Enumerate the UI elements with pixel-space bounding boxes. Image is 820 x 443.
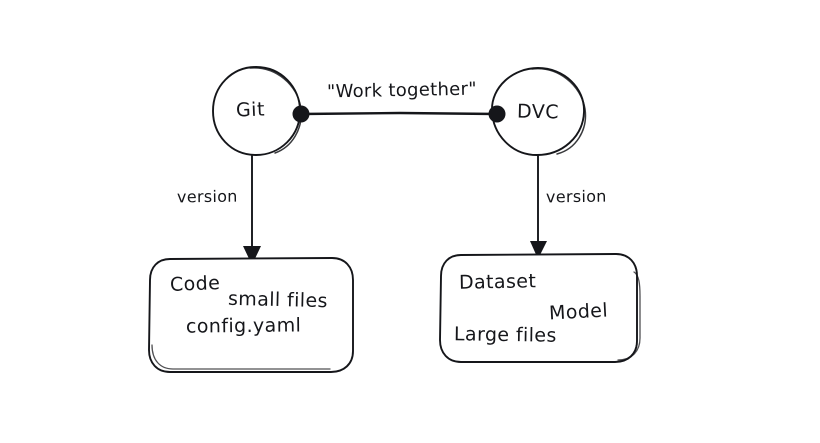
box-item-dataset: Dataset — [458, 270, 537, 294]
box-item-small-files: small files — [227, 287, 329, 313]
node-label-dvc: DVC — [516, 100, 560, 124]
arrow-label-dvc-version: version — [545, 186, 607, 207]
arrow-git-to-code-box[interactable] — [243, 155, 261, 265]
box-item-large-files: Large files — [453, 323, 557, 347]
connector-dot-dvc — [488, 105, 506, 123]
node-label-git: Git — [235, 98, 266, 122]
node-dvc-shape[interactable] — [491, 67, 587, 156]
box-code-shape[interactable] — [148, 257, 354, 373]
box-item-code: Code — [169, 272, 221, 296]
arrow-dvc-to-data-box[interactable] — [530, 155, 547, 259]
connector-dot-git — [292, 105, 310, 123]
box-item-model: Model — [548, 299, 609, 325]
box-item-config-yaml: config.yaml — [185, 314, 302, 338]
box-data-shape[interactable] — [439, 253, 641, 363]
connector-git-dvc[interactable] — [292, 105, 506, 123]
arrow-label-git-version: version — [176, 186, 238, 207]
connector-label-work-together: "Work together" — [326, 78, 478, 103]
